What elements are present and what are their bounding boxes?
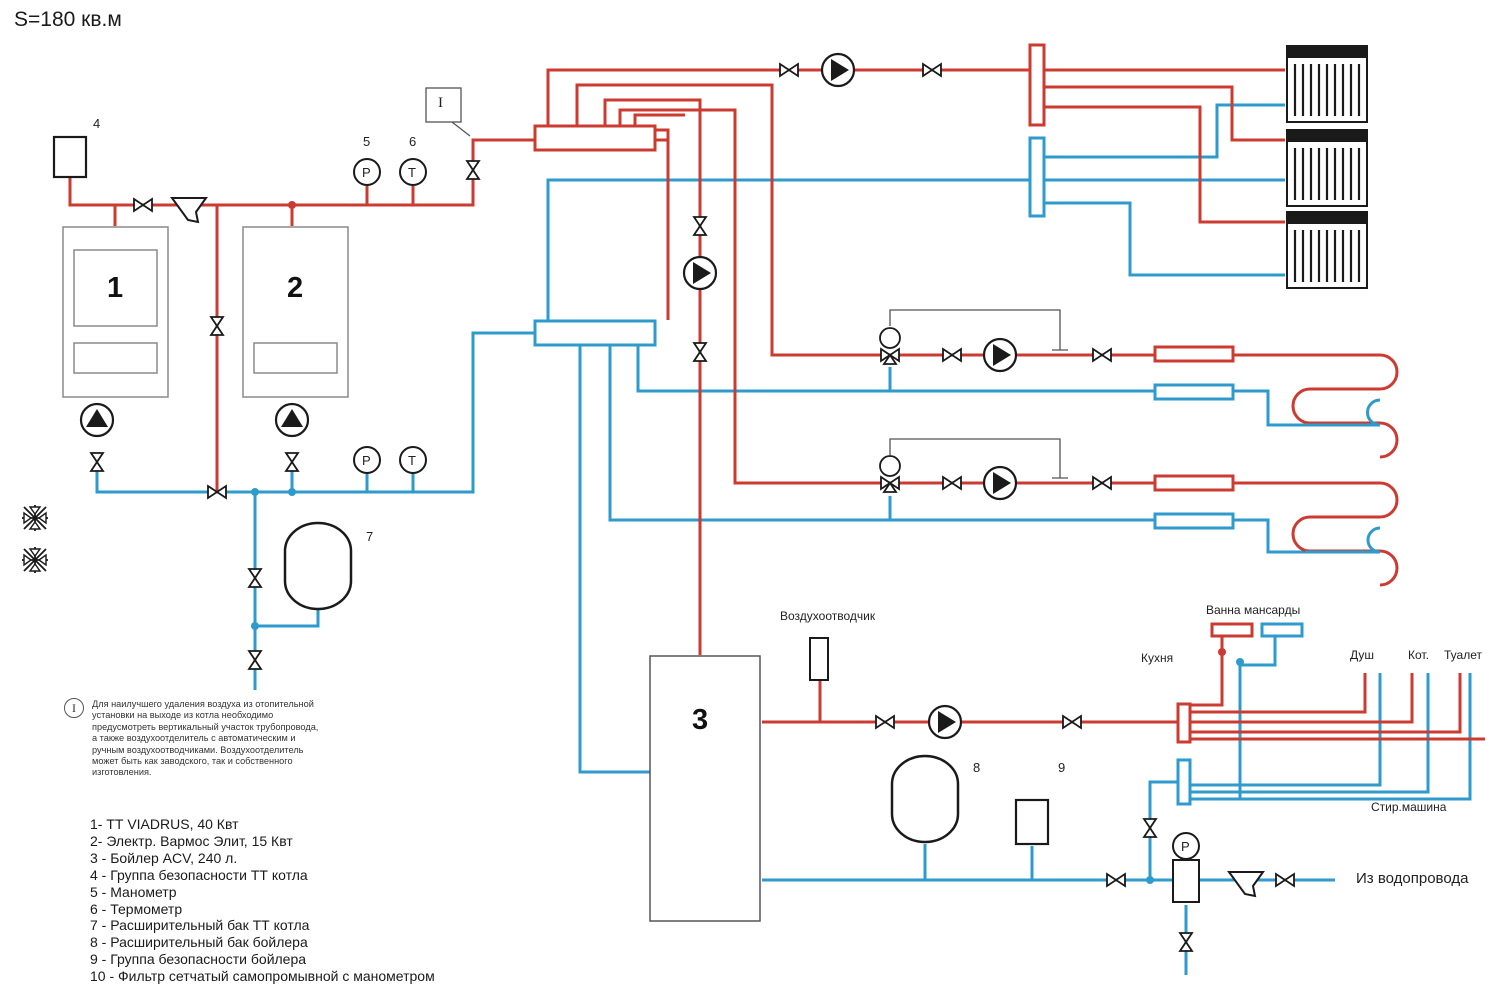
strainer-icon <box>170 197 208 224</box>
note-marker: I <box>64 698 84 718</box>
legend-item: 1- ТТ VIADRUS, 40 Квт <box>90 816 239 832</box>
filter-10 <box>1172 847 1200 903</box>
air-vent <box>809 637 829 681</box>
tank-number: 3 <box>692 704 709 736</box>
boiler-1 <box>62 226 169 398</box>
radiator-return-manifold <box>1028 136 1046 218</box>
page-title: S=180 кв.м <box>14 8 122 31</box>
pump-floor-2 <box>982 465 1018 501</box>
label-7: 7 <box>366 529 374 544</box>
radiator-1 <box>1285 44 1369 124</box>
fan-icon <box>21 546 49 574</box>
fan-icon <box>21 504 49 532</box>
air-removal-note: Для наилучшего удаления воздуха из отопи… <box>92 699 319 778</box>
floor-loop1-supply-meter <box>1153 345 1235 363</box>
hot-water-manifold <box>1176 702 1192 744</box>
gauge-letter-t: T <box>408 165 416 180</box>
pump-recirculation <box>927 704 963 740</box>
washer-label: Стир.машина <box>1371 800 1447 814</box>
strainer-icon <box>1227 871 1265 898</box>
legend-item: 6 - Термометр <box>90 900 183 917</box>
mixing-valve-1 <box>879 327 901 365</box>
pump-radiators <box>820 52 856 88</box>
cold-water-manifold <box>1176 758 1192 806</box>
safety-group-4 <box>52 135 88 179</box>
toilet-label: Туалет <box>1444 648 1482 662</box>
floor-loop1-return-meter <box>1153 383 1235 401</box>
pump-boiler-1 <box>79 402 115 438</box>
air-vent-label: Воздухоотводчик <box>780 609 876 623</box>
bath-label: Ванна мансарды <box>1206 603 1301 617</box>
gauges <box>353 158 1200 860</box>
floor-loop2-supply-meter <box>1153 474 1235 492</box>
legend-item: 8 - Расширительный бак бойлера <box>90 934 308 951</box>
callout-marker: I <box>438 95 443 111</box>
label-6: 6 <box>409 134 417 149</box>
boiler-room-label: Кот. <box>1408 648 1429 662</box>
legend-item: 4 - Группа безопасности ТТ котла <box>90 866 308 883</box>
kitchen-label: Кухня <box>1141 651 1174 665</box>
pump-boiler-2 <box>274 402 310 438</box>
expansion-tank-7 <box>283 521 353 611</box>
legend-item: 10 - Фильтр сетчатый самопромывной с ман… <box>90 968 435 985</box>
return-pipes <box>95 103 1472 975</box>
radiator-3 <box>1285 210 1369 290</box>
callout-box <box>425 87 462 123</box>
legend-item: 2- Электр. Вармос Элит, 15 Квт <box>90 832 293 849</box>
floor-loop2-return-meter <box>1153 512 1235 530</box>
junction-dots <box>251 201 1244 884</box>
gauge-letter-p: P <box>362 453 371 468</box>
hydraulic-separator-supply <box>533 124 657 152</box>
radiator-supply-manifold <box>1028 43 1046 127</box>
label-9: 9 <box>1058 760 1066 775</box>
label-4: 4 <box>93 116 101 131</box>
shower-label: Душ <box>1350 648 1375 662</box>
label-5: 5 <box>363 134 371 149</box>
hot-water-tank-3 <box>649 655 761 922</box>
mixing-valve-2 <box>879 455 901 493</box>
radiator-2 <box>1285 128 1369 208</box>
legend-item: 3 - Бойлер ACV, 240 л. <box>90 849 238 866</box>
label-8: 8 <box>973 760 981 775</box>
boiler-1-number: 1 <box>107 272 124 304</box>
gauge-letter-t: T <box>408 453 416 468</box>
boiler-2 <box>242 226 349 398</box>
pump-tank <box>682 255 718 291</box>
boiler-2-number: 2 <box>287 272 304 304</box>
legend-item: 5 - Манометр <box>90 883 177 900</box>
legend-item: 9 - Группа безопасности бойлера <box>90 951 307 968</box>
expansion-tank-8 <box>890 754 960 844</box>
water-supply-label: Из водопровода <box>1356 870 1469 887</box>
supply-pipes <box>68 68 1485 741</box>
hydraulic-separator-return <box>533 319 657 347</box>
gauge-letter-p: P <box>1181 839 1190 854</box>
gauge-letter-p: P <box>362 165 371 180</box>
legend-item: 7 - Расширительный бак ТТ котла <box>90 917 310 934</box>
legend: 1- ТТ VIADRUS, 40 Квт 2- Электр. Вармос … <box>90 816 435 985</box>
pump-floor-1 <box>982 337 1018 373</box>
bath-cold-tap <box>1260 622 1304 638</box>
safety-group-9 <box>1014 798 1050 846</box>
bath-hot-tap <box>1210 622 1254 638</box>
